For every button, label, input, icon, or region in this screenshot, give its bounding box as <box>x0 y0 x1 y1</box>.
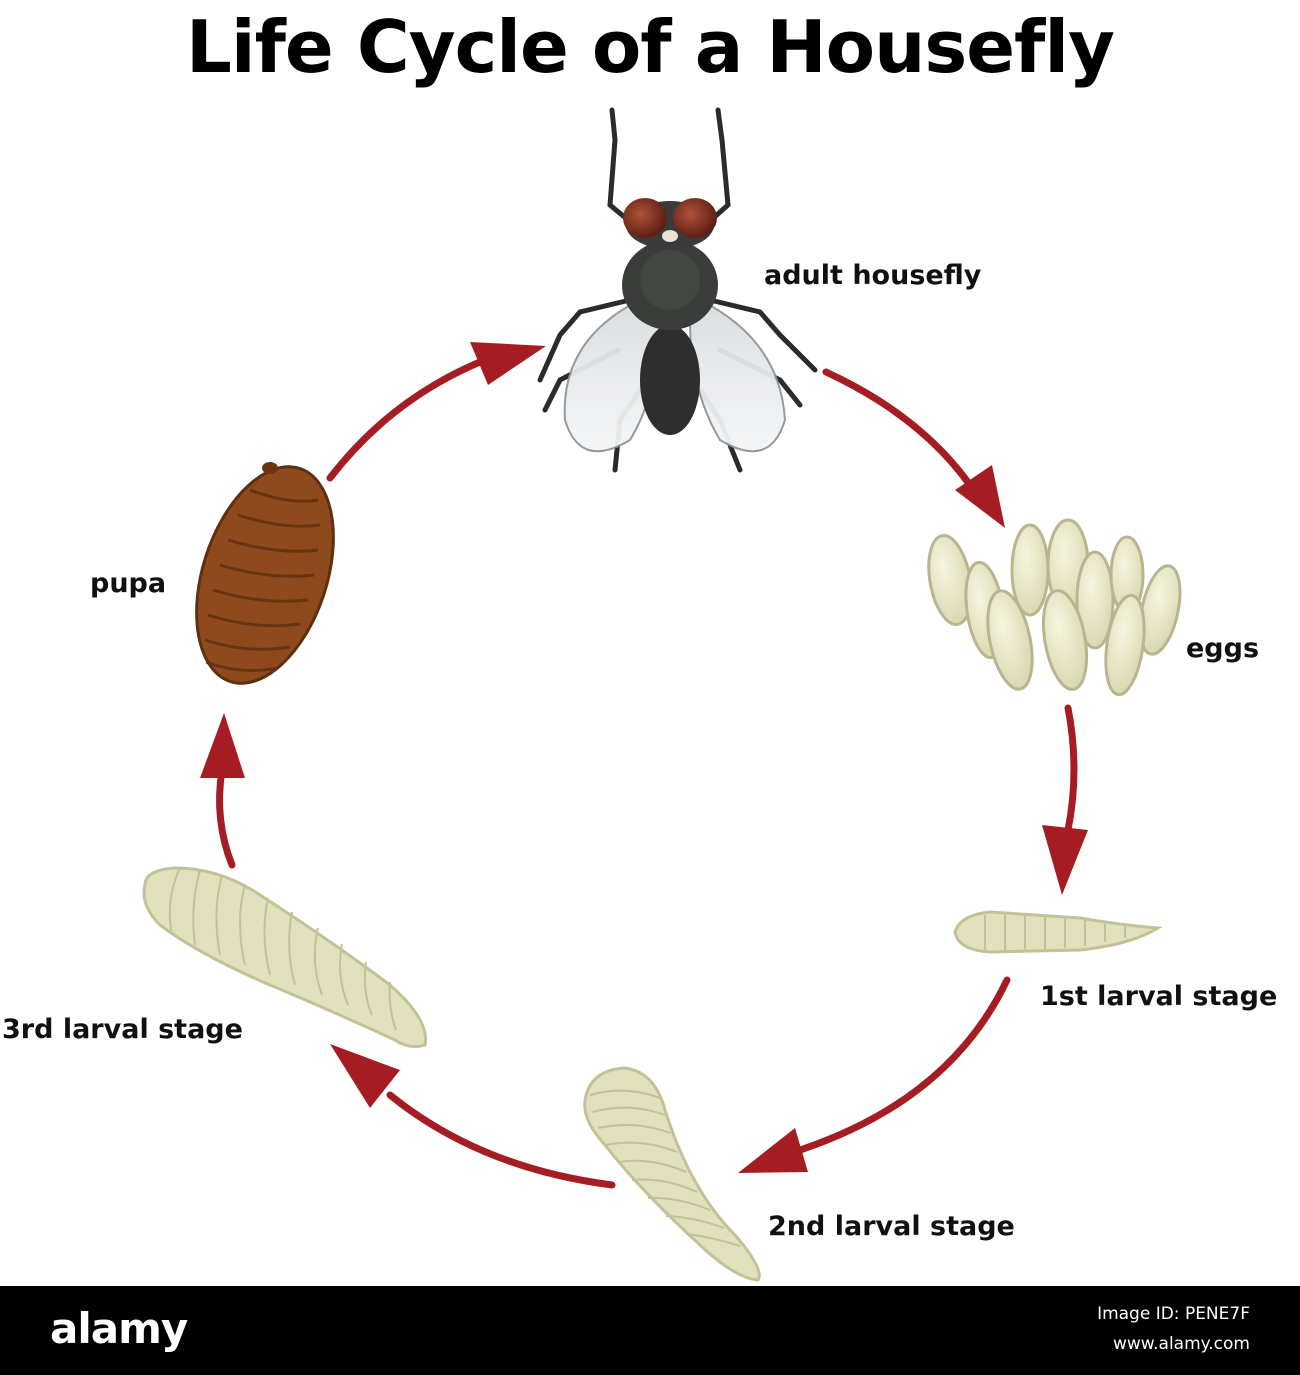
right-eye <box>673 198 717 238</box>
image-id: Image ID: PENE7F <box>1097 1304 1250 1324</box>
eggs-illustration <box>927 518 1182 697</box>
larva2-illustration <box>583 1066 761 1282</box>
cycle-arrows <box>200 342 1088 1189</box>
arrow-larva3-to-pupa-head <box>200 713 245 778</box>
adult-housefly-illustration <box>537 107 818 473</box>
arrow-pupa-to-adult <box>326 358 484 482</box>
diagram-title: Life Cycle of a Housefly <box>186 5 1115 89</box>
arrow-larva2-to-larva3-head <box>330 1044 400 1108</box>
brand-logo: alamy <box>50 1304 188 1353</box>
stock-url: www.alamy.com <box>1112 1334 1250 1354</box>
larva1-illustration <box>953 910 1163 954</box>
label-eggs: eggs <box>1186 633 1260 664</box>
label-1st-larval-stage: 1st larval stage <box>1040 981 1278 1012</box>
pupa-illustration <box>195 462 335 685</box>
arrow-larva1-to-larva2-head <box>738 1128 808 1173</box>
label-2nd-larval-stage: 2nd larval stage <box>768 1211 1015 1242</box>
arrow-adult-to-eggs <box>822 368 984 504</box>
arrow-pupa-to-adult-head <box>470 342 546 385</box>
label-pupa: pupa <box>90 568 167 599</box>
label-adult-housefly: adult housefly <box>764 260 982 291</box>
left-eye <box>623 198 667 238</box>
stock-footer: alamy Image ID: PENE7F www.alamy.com <box>0 1286 1300 1375</box>
arrow-eggs-to-larva1 <box>1064 704 1078 834</box>
arrow-larva3-to-pupa <box>216 766 236 869</box>
label-3rd-larval-stage: 3rd larval stage <box>2 1014 243 1045</box>
arrow-eggs-to-larva1-head <box>1042 825 1088 895</box>
life-cycle-diagram <box>142 107 1182 1282</box>
arrow-larva1-to-larva2 <box>796 976 1011 1154</box>
arrow-adult-to-eggs-head <box>955 465 1005 528</box>
larva3-illustration <box>142 866 428 1049</box>
arrow-larva2-to-larva3 <box>386 1091 616 1189</box>
